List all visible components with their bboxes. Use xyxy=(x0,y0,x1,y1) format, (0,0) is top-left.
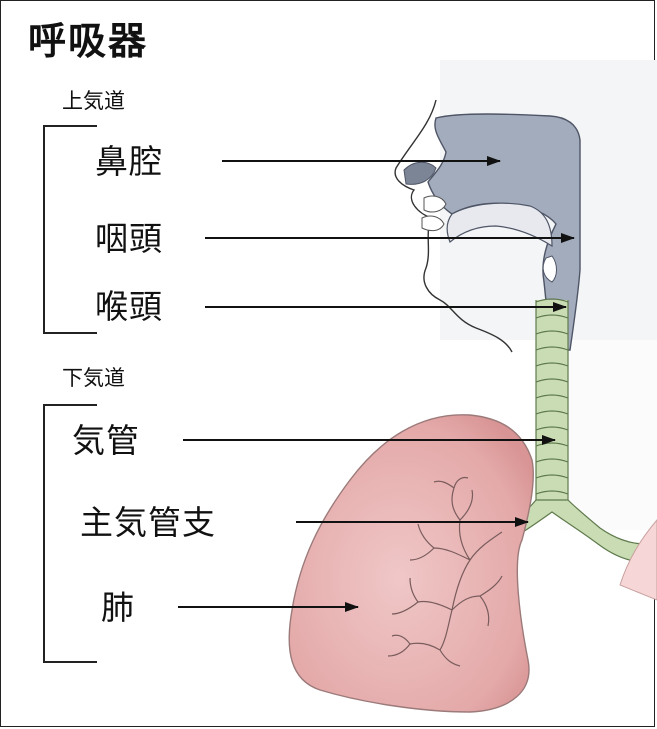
trachea xyxy=(536,299,568,510)
label-main-bronchus: 主気管支 xyxy=(80,506,216,539)
label-lung: 肺 xyxy=(101,591,135,624)
label-pharynx: 咽頭 xyxy=(95,222,163,255)
right-lung-edge xyxy=(620,520,657,600)
label-nasal-cavity: 鼻腔 xyxy=(95,145,163,178)
label-larynx: 喉頭 xyxy=(95,290,163,323)
page-title: 呼吸器 xyxy=(28,22,148,60)
lung xyxy=(289,415,533,712)
label-trachea: 気管 xyxy=(72,424,140,457)
upper-airway-heading: 上気道 xyxy=(62,91,125,112)
chest-background xyxy=(560,340,657,530)
lower-airway-heading: 下気道 xyxy=(62,368,125,389)
upper-airway-bracket xyxy=(44,126,97,333)
